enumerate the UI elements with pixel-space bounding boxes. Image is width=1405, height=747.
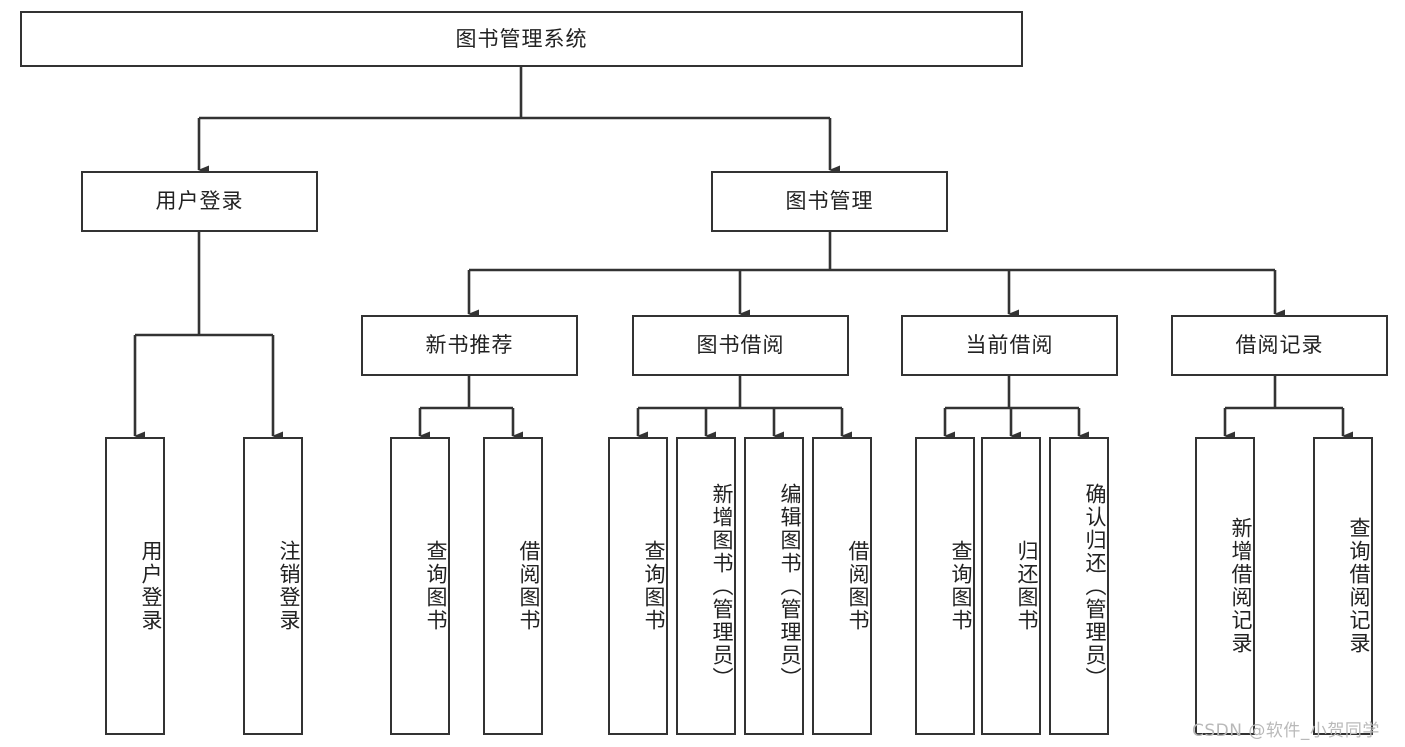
node-root[interactable]: 图书管理系统 bbox=[20, 11, 1023, 67]
node-leaf-user-login[interactable]: 用户登录 bbox=[105, 437, 165, 735]
node-leaf-add-borrow-record[interactable]: 新增借阅记录 bbox=[1195, 437, 1255, 735]
node-label: 新增借阅记录 bbox=[1229, 517, 1253, 655]
node-label: 用户登录 bbox=[155, 189, 244, 214]
node-leaf-query-borrow-record[interactable]: 查询借阅记录 bbox=[1313, 437, 1373, 735]
node-leaf-return-book[interactable]: 归还图书 bbox=[981, 437, 1041, 735]
node-label: 新书推荐 bbox=[425, 333, 514, 358]
node-leaf-query-book-3[interactable]: 查询图书 bbox=[915, 437, 975, 735]
node-leaf-borrow-book-2[interactable]: 借阅图书 bbox=[812, 437, 872, 735]
tree-edges bbox=[133, 67, 1353, 441]
node-label: 借阅图书 bbox=[846, 540, 870, 632]
node-new-book-recommend[interactable]: 新书推荐 bbox=[361, 315, 578, 376]
node-label: 编辑图书（管理员） bbox=[778, 482, 802, 690]
node-current-borrow[interactable]: 当前借阅 bbox=[901, 315, 1118, 376]
node-book-manage[interactable]: 图书管理 bbox=[711, 171, 948, 232]
node-label: 图书管理 bbox=[785, 189, 874, 214]
node-leaf-user-logout[interactable]: 注销登录 bbox=[243, 437, 303, 735]
node-label: 借阅记录 bbox=[1235, 333, 1324, 358]
node-label: 查询图书 bbox=[424, 540, 448, 632]
node-label: 借阅图书 bbox=[517, 540, 541, 632]
node-label: 查询图书 bbox=[949, 540, 973, 632]
node-leaf-borrow-book-1[interactable]: 借阅图书 bbox=[483, 437, 543, 735]
node-label: 当前借阅 bbox=[965, 333, 1054, 358]
node-label: 注销登录 bbox=[277, 540, 301, 632]
node-user-login[interactable]: 用户登录 bbox=[81, 171, 318, 232]
node-label: 查询借阅记录 bbox=[1347, 517, 1371, 655]
node-label: 查询图书 bbox=[642, 540, 666, 632]
node-borrow-record[interactable]: 借阅记录 bbox=[1171, 315, 1388, 376]
node-leaf-query-book-1[interactable]: 查询图书 bbox=[390, 437, 450, 735]
watermark-text: CSDN @软件_小贺同学 bbox=[1192, 721, 1380, 741]
node-label: 用户登录 bbox=[139, 540, 163, 632]
node-leaf-add-book[interactable]: 新增图书（管理员） bbox=[676, 437, 736, 735]
node-leaf-edit-book[interactable]: 编辑图书（管理员） bbox=[744, 437, 804, 735]
node-label: 确认归还（管理员） bbox=[1083, 482, 1107, 690]
node-leaf-confirm-return[interactable]: 确认归还（管理员） bbox=[1049, 437, 1109, 735]
node-label: 新增图书（管理员） bbox=[710, 482, 734, 690]
node-leaf-query-book-2[interactable]: 查询图书 bbox=[608, 437, 668, 735]
node-label: 图书管理系统 bbox=[455, 26, 588, 51]
node-book-borrow[interactable]: 图书借阅 bbox=[632, 315, 849, 376]
node-label: 图书借阅 bbox=[696, 333, 785, 358]
node-label: 归还图书 bbox=[1015, 540, 1039, 632]
